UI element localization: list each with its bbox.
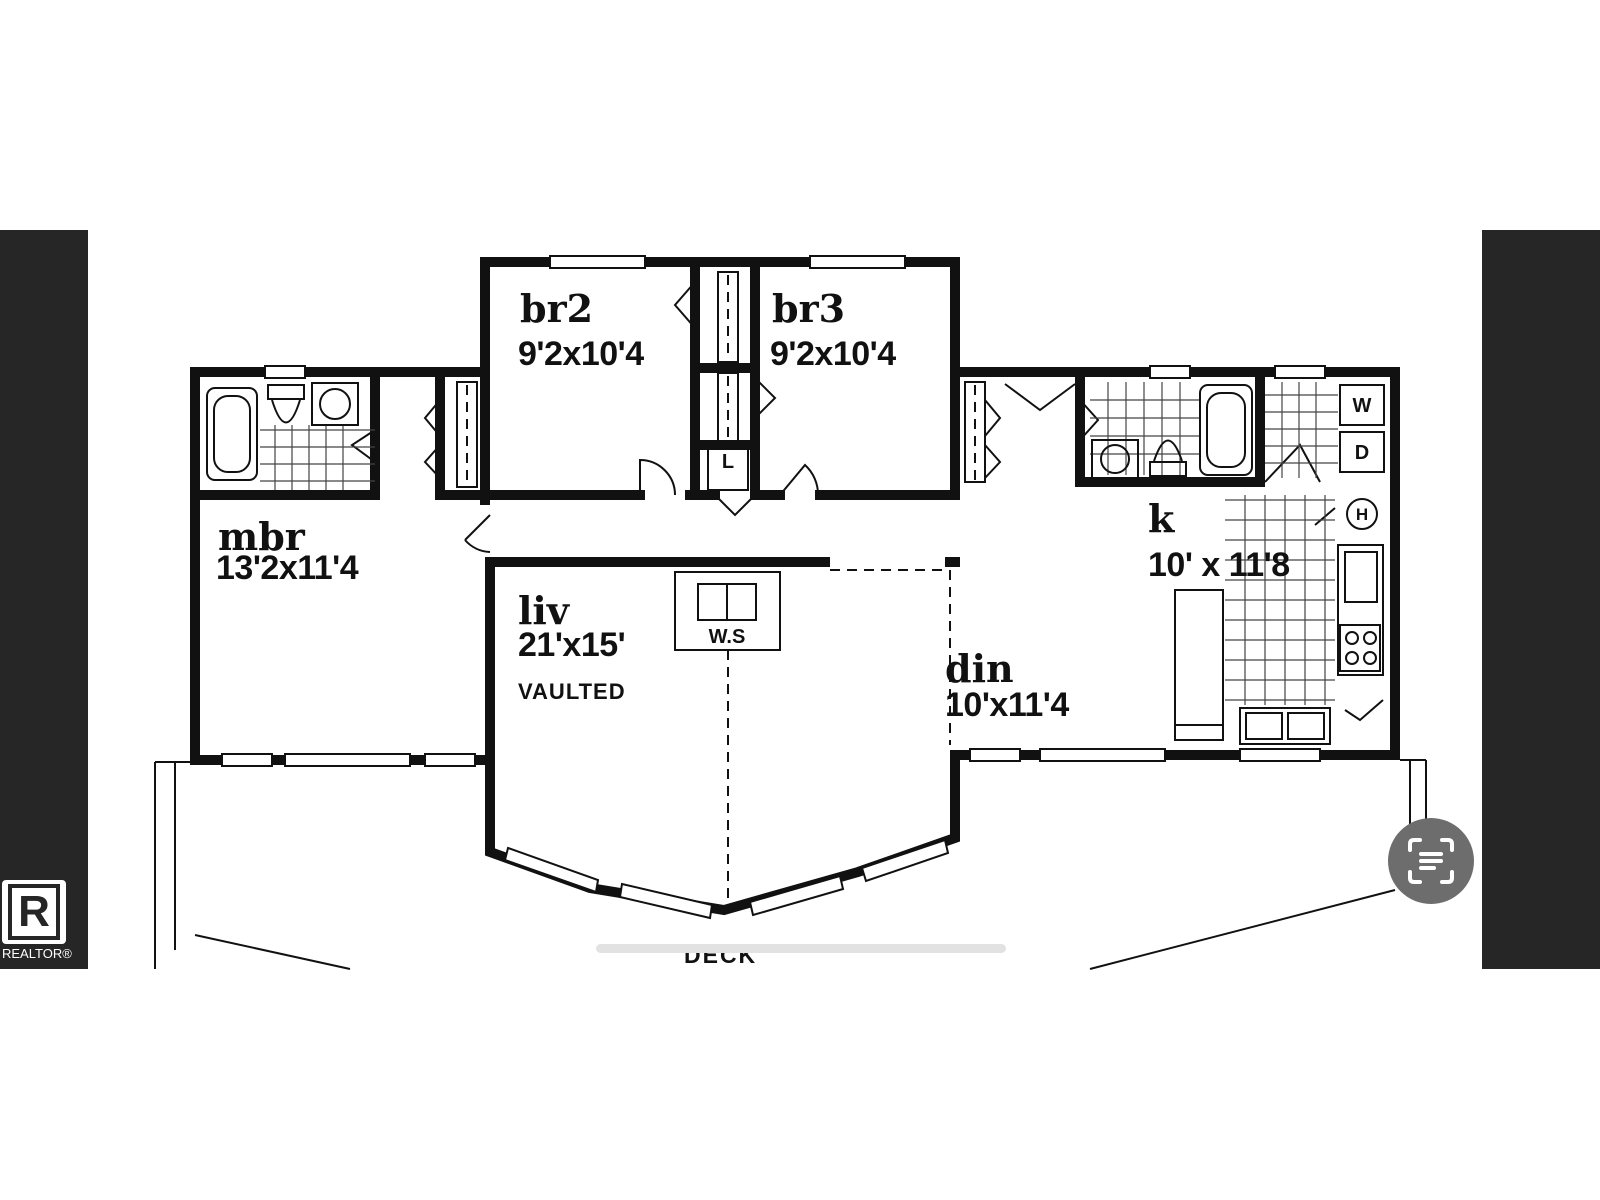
tile-grid-master-bath <box>260 425 375 490</box>
vaulted-note: VAULTED <box>518 679 626 704</box>
room-size-din: 10'x11'4 <box>945 686 1069 724</box>
room-size-k: 10' x 11'8 <box>1148 546 1290 584</box>
room-name-k: k <box>1148 496 1175 541</box>
space-dividers <box>727 569 951 905</box>
main-bath-fixtures <box>1091 384 1253 479</box>
master-bath-fixtures <box>206 382 359 481</box>
realtor-watermark-text: REALTOR® <box>2 946 72 961</box>
right-letterbox-bar <box>1482 230 1600 969</box>
room-size-liv: 21'x15' <box>518 626 626 664</box>
dryer-label: D <box>1354 442 1370 464</box>
interior-walls <box>190 267 1265 567</box>
tile-grid-laundry <box>1265 382 1338 478</box>
tile-grid-main-bath <box>1090 382 1200 475</box>
hot-water-tank <box>1346 498 1378 530</box>
wood-stove <box>674 571 781 651</box>
room-name-din: din <box>945 646 1014 691</box>
closet-tracks <box>456 271 986 488</box>
text-scan-icon <box>1408 838 1454 884</box>
room-size-mbr: 13'2x11'4 <box>216 549 359 587</box>
washer-label: W <box>1352 395 1372 417</box>
room-name-br2: br2 <box>520 286 594 331</box>
linen-closet <box>707 447 749 491</box>
tile-grid-kitchen <box>1225 495 1335 705</box>
woodstove-label: W.S <box>708 626 746 648</box>
windows <box>221 255 1326 920</box>
linen-label: L <box>721 451 735 473</box>
home-indicator-bar[interactable] <box>596 944 1006 953</box>
room-size-br2: 9'2x10'4 <box>518 335 644 373</box>
realtor-logo: R <box>2 880 66 944</box>
room-name-liv: liv <box>518 588 569 633</box>
washer-dryer <box>1339 384 1385 473</box>
room-name-mbr: mbr <box>218 514 305 559</box>
left-letterbox-bar <box>0 230 88 969</box>
text-scan-button[interactable] <box>1388 818 1474 904</box>
room-name-br3: br3 <box>772 286 846 331</box>
kitchen-cabinets <box>1174 544 1384 745</box>
realtor-r-icon: R <box>8 884 60 940</box>
room-size-br3: 9'2x10'4 <box>770 335 896 373</box>
door-swings <box>350 281 1336 553</box>
deck-outline <box>154 759 1427 970</box>
hot-water-label: H <box>1355 505 1369 524</box>
